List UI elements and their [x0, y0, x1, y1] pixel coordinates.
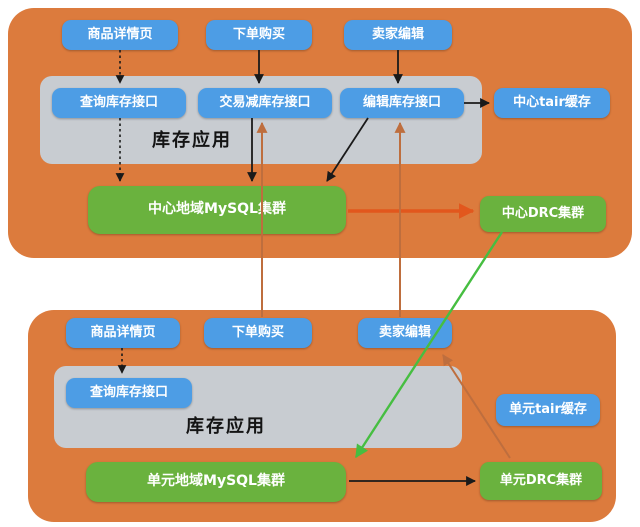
unit-drc-cluster-node: 单元DRC集群 [480, 462, 602, 500]
unit-product-detail-node: 商品详情页 [66, 318, 180, 348]
center-mysql-cluster-node: 中心地域MySQL集群 [88, 186, 346, 234]
unit-order-purchase-node: 下单购买 [204, 318, 312, 348]
center-drc-cluster-node: 中心DRC集群 [480, 196, 606, 232]
center-tair-cache-node: 中心tair缓存 [494, 88, 610, 118]
center-query-inventory-interface: 查询库存接口 [52, 88, 186, 118]
center-seller-edit-node: 卖家编辑 [344, 20, 452, 50]
unit-seller-edit-node: 卖家编辑 [358, 318, 452, 348]
center-inventory-app-title: 库存应用 [152, 130, 232, 151]
unit-mysql-cluster-node: 单元地域MySQL集群 [86, 462, 346, 502]
unit-tair-cache-node: 单元tair缓存 [496, 394, 600, 426]
unit-query-inventory-interface: 查询库存接口 [66, 378, 192, 408]
center-order-purchase-node: 下单购买 [206, 20, 312, 50]
center-product-detail-node: 商品详情页 [62, 20, 178, 50]
center-edit-inventory-interface: 编辑库存接口 [340, 88, 464, 118]
unit-inventory-app-title: 库存应用 [186, 416, 266, 437]
center-trade-decrement-interface: 交易减库存接口 [198, 88, 332, 118]
